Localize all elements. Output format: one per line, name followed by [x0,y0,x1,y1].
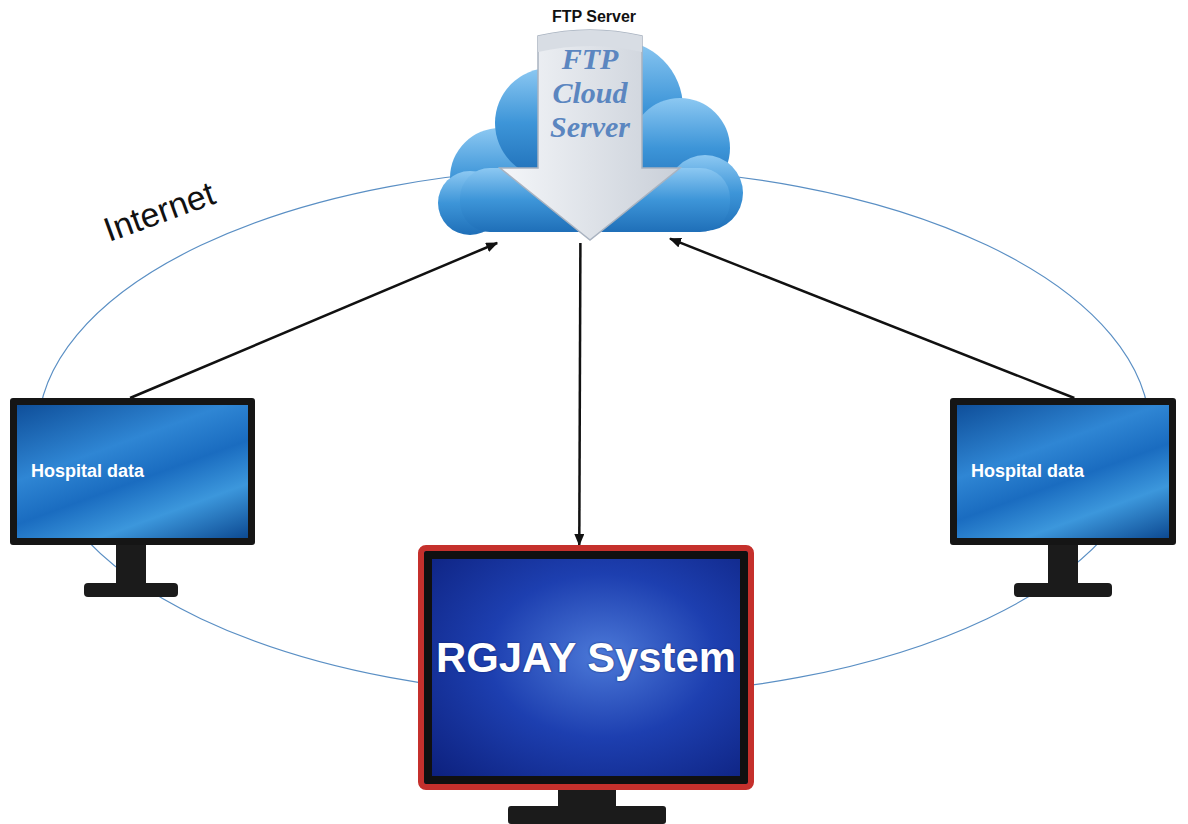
monitor-stands [84,545,1112,824]
arrow-connector [670,239,1074,398]
hospital-monitor: Hospital data [950,398,1176,545]
cloud-server: FTP Cloud Server [430,28,750,243]
arrow-connector [130,243,497,398]
diagram-title: FTP Server [0,8,1188,26]
screen-text: Hospital data [957,461,1098,482]
screen-text: Hospital data [17,461,158,482]
arrow-text: FTP Cloud Server [540,42,640,144]
screen-text: RGJAY System [436,634,736,682]
arrow-connector [579,243,580,545]
network-label: Internet [95,172,224,251]
hospital-monitor: Hospital data [10,398,255,545]
rgjay-monitor: RGJAY System [418,545,754,790]
